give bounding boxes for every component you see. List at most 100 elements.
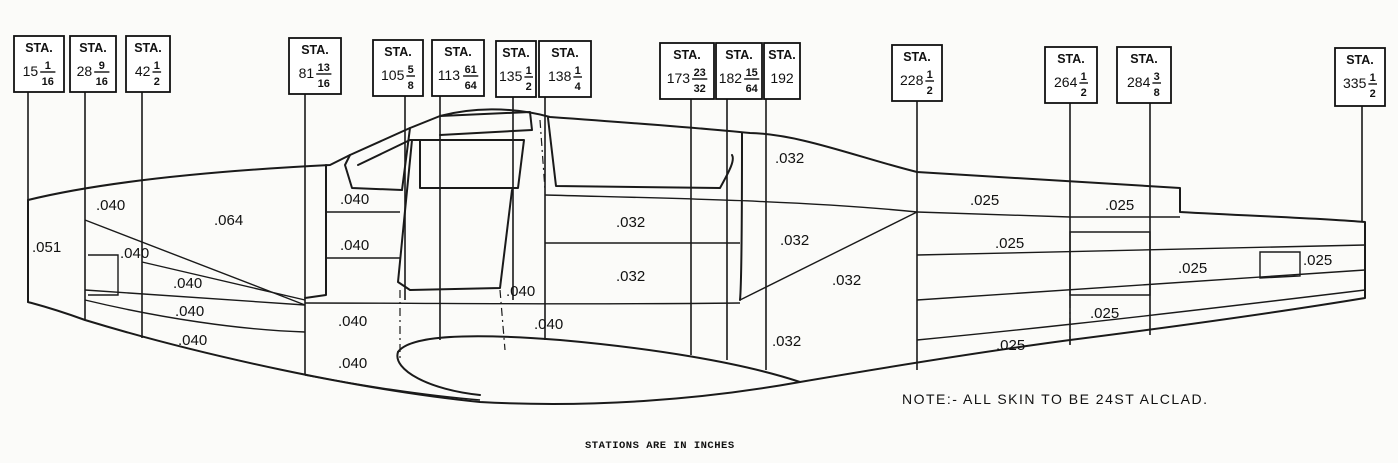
station-denominator: 16	[96, 76, 108, 88]
station-whole: 138	[548, 68, 572, 84]
station-head: STA.	[134, 41, 162, 55]
station-head: STA.	[301, 43, 329, 57]
gauge-label: .040	[534, 316, 563, 333]
station-head: STA.	[673, 48, 701, 62]
station-numerator: 23	[694, 67, 706, 79]
station-head: STA.	[384, 45, 412, 59]
station-whole: 192	[770, 70, 794, 86]
station-whole: 42	[135, 63, 151, 79]
station-denominator: 16	[318, 78, 330, 90]
station-numerator: 13	[318, 62, 330, 74]
station-denominator: 16	[42, 76, 54, 88]
footer-text: STATIONS ARE IN INCHES	[585, 440, 735, 452]
station-whole: 15	[23, 63, 39, 79]
gauge-label: .025	[1303, 252, 1332, 269]
gauge-label: .032	[780, 232, 809, 249]
gauge-label: .025	[995, 235, 1024, 252]
station-denominator: 8	[408, 80, 414, 92]
gauge-label: .025	[996, 337, 1025, 354]
station-label-192: STA. 192	[763, 42, 801, 100]
station-whole: 335	[1343, 75, 1367, 91]
station-head: STA.	[502, 46, 530, 60]
station-label-28: STA. 28 9 16	[69, 35, 117, 93]
station-box	[538, 40, 592, 98]
station-whole: 28	[77, 63, 93, 79]
station-denominator: 2	[1081, 87, 1087, 99]
station-box	[659, 42, 715, 100]
gauge-label: .040	[173, 275, 202, 292]
station-denominator: 8	[1154, 87, 1160, 99]
station-box	[715, 42, 763, 100]
station-numerator: 15	[746, 67, 758, 79]
gauge-label: .025	[1090, 305, 1119, 322]
station-head: STA.	[79, 41, 107, 55]
station-whole: 105	[381, 67, 405, 83]
station-box	[891, 44, 943, 102]
gauge-label: .040	[175, 303, 204, 320]
station-numerator: 1	[526, 65, 532, 77]
station-head: STA.	[725, 48, 753, 62]
station-box	[372, 39, 424, 97]
station-head: STA.	[1130, 52, 1158, 66]
station-numerator: 1	[45, 60, 51, 72]
station-denominator: 32	[694, 83, 706, 95]
gauge-label: .032	[616, 268, 645, 285]
station-denominator: 2	[1370, 88, 1376, 100]
gauge-label: .025	[1178, 260, 1207, 277]
station-whole: 284	[1127, 74, 1151, 90]
station-box	[125, 35, 171, 93]
gauge-label: .032	[775, 150, 804, 167]
station-lines	[27, 92, 1363, 375]
station-whole: 264	[1054, 74, 1078, 90]
dash-lines	[399, 119, 1071, 360]
station-whole: 173	[667, 70, 691, 86]
station-denominator: 64	[465, 80, 478, 92]
panel-lines	[84, 194, 1366, 401]
station-numerator: 61	[465, 64, 477, 76]
gauge-label: .040	[506, 283, 535, 300]
station-denominator: 2	[927, 85, 933, 97]
station-head: STA.	[903, 50, 931, 64]
gauge-label: .040	[96, 197, 125, 214]
station-denominator: 4	[575, 81, 582, 93]
station-head: STA.	[768, 48, 796, 62]
station-head: STA.	[1057, 52, 1085, 66]
station-head: STA.	[551, 46, 579, 60]
station-box	[1044, 46, 1098, 104]
gauge-label: .040	[338, 355, 367, 372]
fuselage-outline	[27, 108, 1366, 405]
station-box	[1116, 46, 1172, 104]
station-numerator: 5	[408, 64, 414, 76]
station-whole: 182	[719, 70, 743, 86]
note-text: NOTE:- ALL SKIN TO BE 24ST ALCLAD.	[902, 391, 1208, 407]
station-numerator: 9	[99, 60, 105, 72]
station-label-15: STA. 15 1 16	[13, 35, 65, 93]
station-numerator: 1	[575, 65, 581, 77]
gauge-label: .032	[772, 333, 801, 350]
station-box	[288, 37, 342, 95]
gauge-label: .040	[178, 332, 207, 349]
gauge-label: .040	[120, 245, 149, 262]
station-whole: 113	[438, 67, 461, 83]
station-box	[13, 35, 65, 93]
gauge-label: .032	[832, 272, 861, 289]
station-head: STA.	[25, 41, 53, 55]
gauge-label: .025	[1105, 197, 1134, 214]
gauge-label: .051	[32, 239, 61, 256]
gauge-label: .064	[214, 212, 243, 229]
gauge-label: .032	[616, 214, 645, 231]
station-box	[763, 42, 801, 100]
station-denominator: 2	[526, 81, 532, 93]
station-whole: 135	[499, 68, 523, 84]
